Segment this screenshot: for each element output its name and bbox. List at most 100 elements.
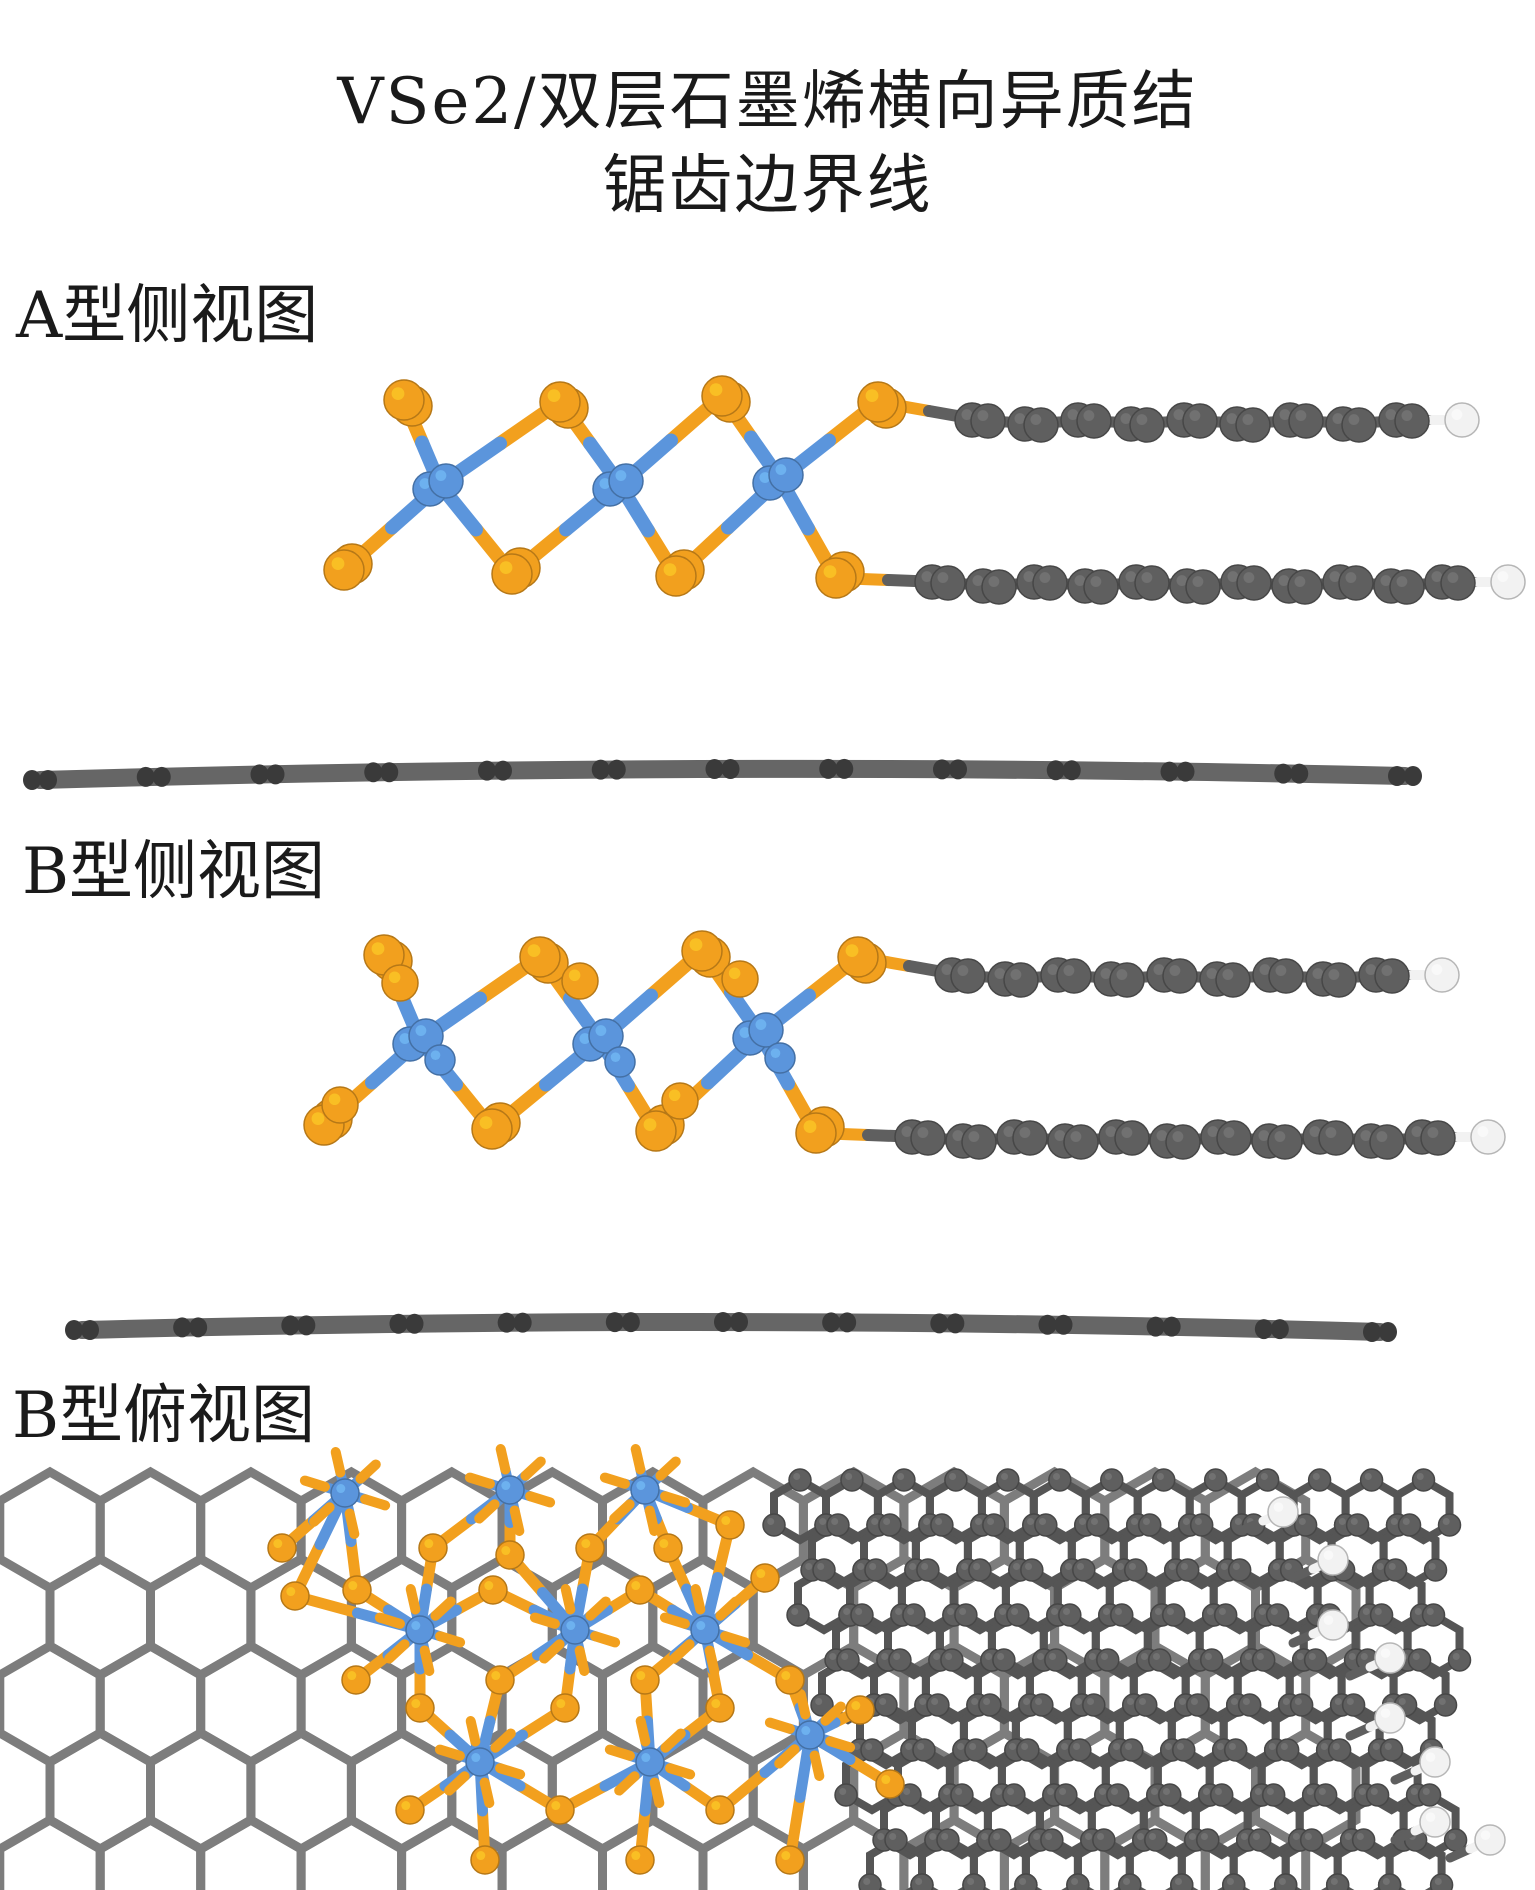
selenium-atom (815, 557, 857, 599)
carbon-atom-highlight (975, 1517, 983, 1525)
carbon-atom (1321, 962, 1357, 998)
carbon-atom-highlight (1023, 571, 1035, 582)
carbon-atom-highlight (1047, 1787, 1055, 1795)
carbon-atom-highlight (1076, 1562, 1085, 1570)
carbon-atom-highlight (1382, 1877, 1390, 1885)
v-stub-bond (820, 1701, 846, 1726)
carbon-atom (1417, 1783, 1442, 1807)
vanadium-atom-highlight (739, 1027, 751, 1039)
selenium-atom (655, 555, 697, 597)
carbon-atom (930, 1513, 954, 1537)
selenium-atom-highlight (881, 1775, 891, 1784)
vanadium-atom-highlight (336, 1484, 346, 1493)
carbon-atom-highlight (1085, 1832, 1093, 1840)
selenium-atom-highlight (371, 942, 385, 955)
label-a-side-view: A型侧视图 (16, 279, 319, 353)
carbon-atom-highlight (915, 1877, 923, 1885)
carbon-atom-highlight (981, 1832, 989, 1840)
selenium-atom (625, 1575, 655, 1605)
carbon-atom-highlight (941, 1832, 949, 1840)
vanadium-atom-highlight (615, 470, 627, 481)
hydrogen-atom (1267, 1496, 1299, 1528)
carbon-atom-highlight (961, 409, 973, 420)
carbon-atom-highlight (1021, 1742, 1029, 1750)
selenium-atom (721, 960, 759, 998)
carbon-atom-highlight (1136, 414, 1148, 425)
v-stub-bond (490, 1728, 516, 1753)
selenium-atom (705, 1795, 735, 1825)
carbon-atom (1076, 403, 1112, 439)
carbon-atom (1388, 766, 1406, 786)
carbon-atom-highlight (1384, 1742, 1392, 1750)
selenium-atom-highlight (499, 561, 513, 574)
carbon-atom-highlight (1180, 1562, 1188, 1570)
selenium-atom-highlight (328, 1093, 341, 1105)
v-stub-bond (704, 1645, 720, 1676)
v-stub-bond (774, 1744, 800, 1769)
carbon-atom (405, 1313, 424, 1334)
carbon-atom (1196, 1828, 1220, 1852)
carbon-atom (1058, 1603, 1082, 1627)
carbon-atom-highlight (1116, 1562, 1124, 1570)
vanadium-atom-highlight (610, 1052, 621, 1062)
carbon-atom (916, 1558, 940, 1582)
vanadium-atom (428, 463, 464, 499)
graphene-hexagon (1393, 1475, 1454, 1545)
carbon-atom (281, 1315, 300, 1336)
selenium-atom (321, 1086, 359, 1124)
carbon-atom (936, 1828, 960, 1852)
carbon-atom-highlight (1172, 1131, 1184, 1143)
vanadium-atom-highlight (770, 1048, 781, 1058)
selenium-atom-highlight (721, 1516, 731, 1525)
v-stub-bond (434, 1744, 465, 1761)
carbon-atom (1365, 1783, 1390, 1807)
carbon-atom-highlight (1088, 1652, 1097, 1660)
selenium-atom (395, 1795, 425, 1825)
carbon-atom (1379, 1738, 1404, 1762)
selenium-atom (845, 1695, 875, 1725)
carbon-atom (1096, 1648, 1120, 1672)
graphene-hexagon (296, 1814, 407, 1890)
carbon-atom-highlight (1121, 1127, 1133, 1139)
carbon-atom (1254, 1319, 1273, 1340)
carbon-atom-highlight (1001, 1472, 1009, 1480)
hydrogen-atom (1474, 1824, 1506, 1856)
vanadium-atom (690, 1615, 720, 1645)
carbon-atom-highlight (1164, 1742, 1172, 1750)
carbon-atom-highlight (1204, 1652, 1212, 1660)
carbon-atom (1146, 1316, 1165, 1337)
carbon-atom (926, 1693, 950, 1717)
carbon-atom (1182, 403, 1218, 439)
carbon-atom (1411, 1468, 1436, 1492)
carbon-atom (1106, 1783, 1130, 1807)
carbon-atom-highlight (1074, 575, 1086, 586)
carbon-atom-highlight (1390, 1517, 1398, 1525)
label-b-side-view: B型侧视图 (22, 835, 326, 909)
selenium-atom-highlight (756, 1569, 766, 1578)
carbon-atom (1433, 1693, 1458, 1717)
carbon-atom-highlight (1188, 1832, 1196, 1840)
carbon-atom-highlight (1063, 965, 1075, 976)
carbon-atom (1110, 1603, 1134, 1627)
carbon-atom (1012, 1120, 1048, 1156)
carbon-atom-highlight (1176, 1742, 1184, 1750)
hydrogen-atom-highlight (1380, 1708, 1391, 1718)
carbon-atom (1369, 1124, 1405, 1160)
hydrogen-atom (1374, 1642, 1406, 1674)
carbon-atom-highlight (1268, 1742, 1276, 1750)
carbon-atom-highlight (1232, 1562, 1240, 1570)
carbon-atom-highlight (1230, 1697, 1238, 1705)
selenium-atom (342, 1575, 372, 1605)
carbon-atom (1199, 1648, 1224, 1672)
carbon-atom (1063, 1124, 1099, 1160)
carbon-atom-highlight (1130, 1517, 1138, 1525)
carbon-atom-highlight (1332, 1742, 1340, 1750)
carbon-atom-highlight (1100, 1652, 1109, 1660)
carbon-atom (1318, 1120, 1354, 1156)
carbon-atom-highlight (1320, 1742, 1328, 1750)
vanadium-atom (330, 1478, 360, 1508)
hydrogen-atom-highlight (1380, 1648, 1391, 1658)
carbon-atom-highlight (1064, 1562, 1073, 1570)
selenium-atom (418, 1533, 448, 1563)
carbon-atom (992, 1648, 1016, 1672)
